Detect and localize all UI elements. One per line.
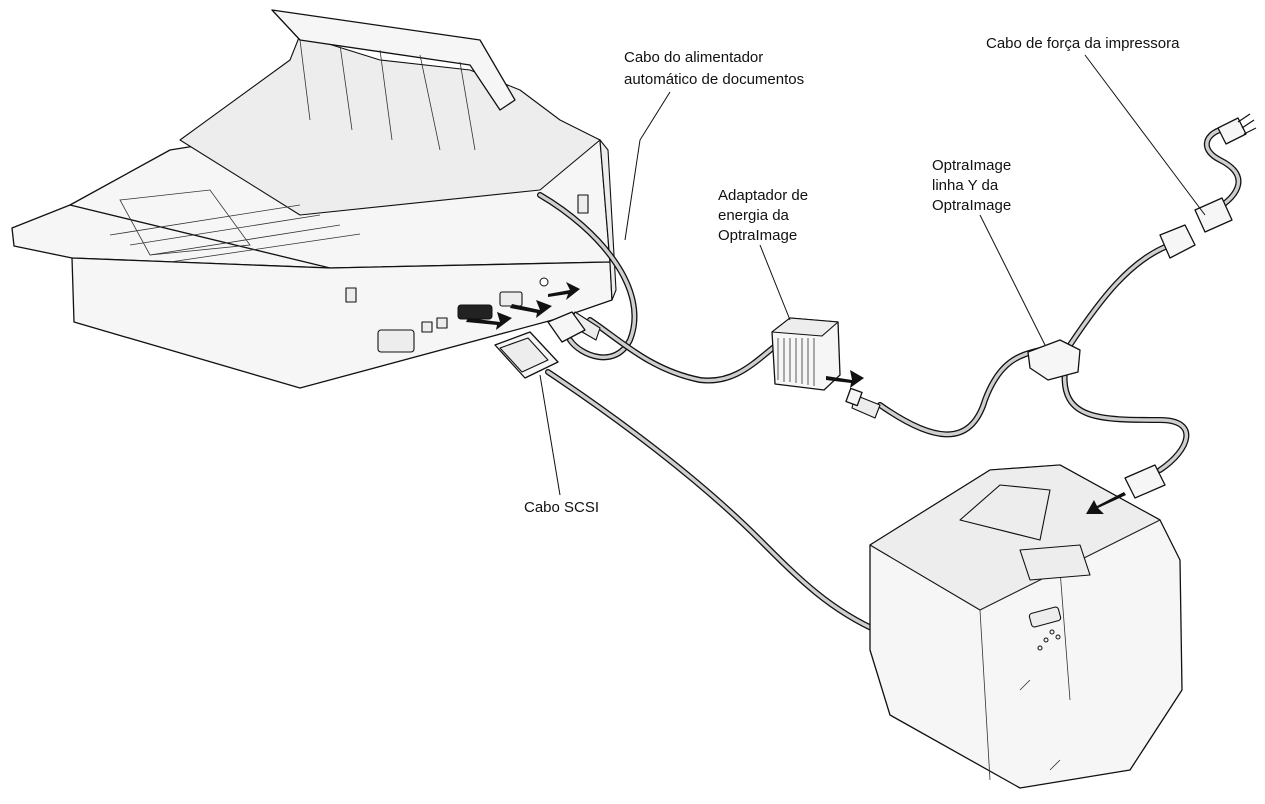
power-cord-socket-icon bbox=[1194, 197, 1233, 233]
label-y-cable-1: OptraImage bbox=[932, 157, 1011, 174]
ac-plug-icon bbox=[1217, 113, 1257, 145]
label-y-cable-3: OptraImage bbox=[932, 197, 1011, 214]
y-splitter-icon bbox=[1027, 339, 1081, 381]
power-adapter-icon bbox=[771, 317, 841, 391]
label-power-cord: Cabo de força da impressora bbox=[986, 35, 1180, 52]
arrow-icon bbox=[548, 282, 580, 300]
label-adapter-3: OptraImage bbox=[718, 227, 797, 244]
arrow-icon bbox=[510, 300, 552, 318]
label-adapter-2: energia da bbox=[718, 207, 790, 224]
arrow-icon bbox=[466, 312, 512, 330]
label-adf-cable-2: automático de documentos bbox=[624, 71, 804, 88]
printer-icon bbox=[869, 464, 1183, 789]
adapter-plug-icon bbox=[845, 387, 881, 419]
label-adf-cable-1: Cabo do alimentador bbox=[624, 49, 763, 66]
y-cable-connector-icon bbox=[1159, 224, 1196, 259]
scsi-connector-icon bbox=[494, 331, 559, 379]
label-adapter-1: Adaptador de bbox=[718, 187, 808, 204]
insert-arrows bbox=[466, 282, 1126, 514]
arrow-icon bbox=[826, 370, 864, 388]
label-y-cable-2: linha Y da bbox=[932, 177, 999, 194]
arrow-icon bbox=[1086, 492, 1126, 514]
adf-connector-icon bbox=[547, 311, 601, 343]
scanner-icon bbox=[11, 9, 617, 389]
label-scsi-cable: Cabo SCSI bbox=[524, 499, 599, 516]
printer-plug-icon bbox=[1124, 464, 1166, 499]
